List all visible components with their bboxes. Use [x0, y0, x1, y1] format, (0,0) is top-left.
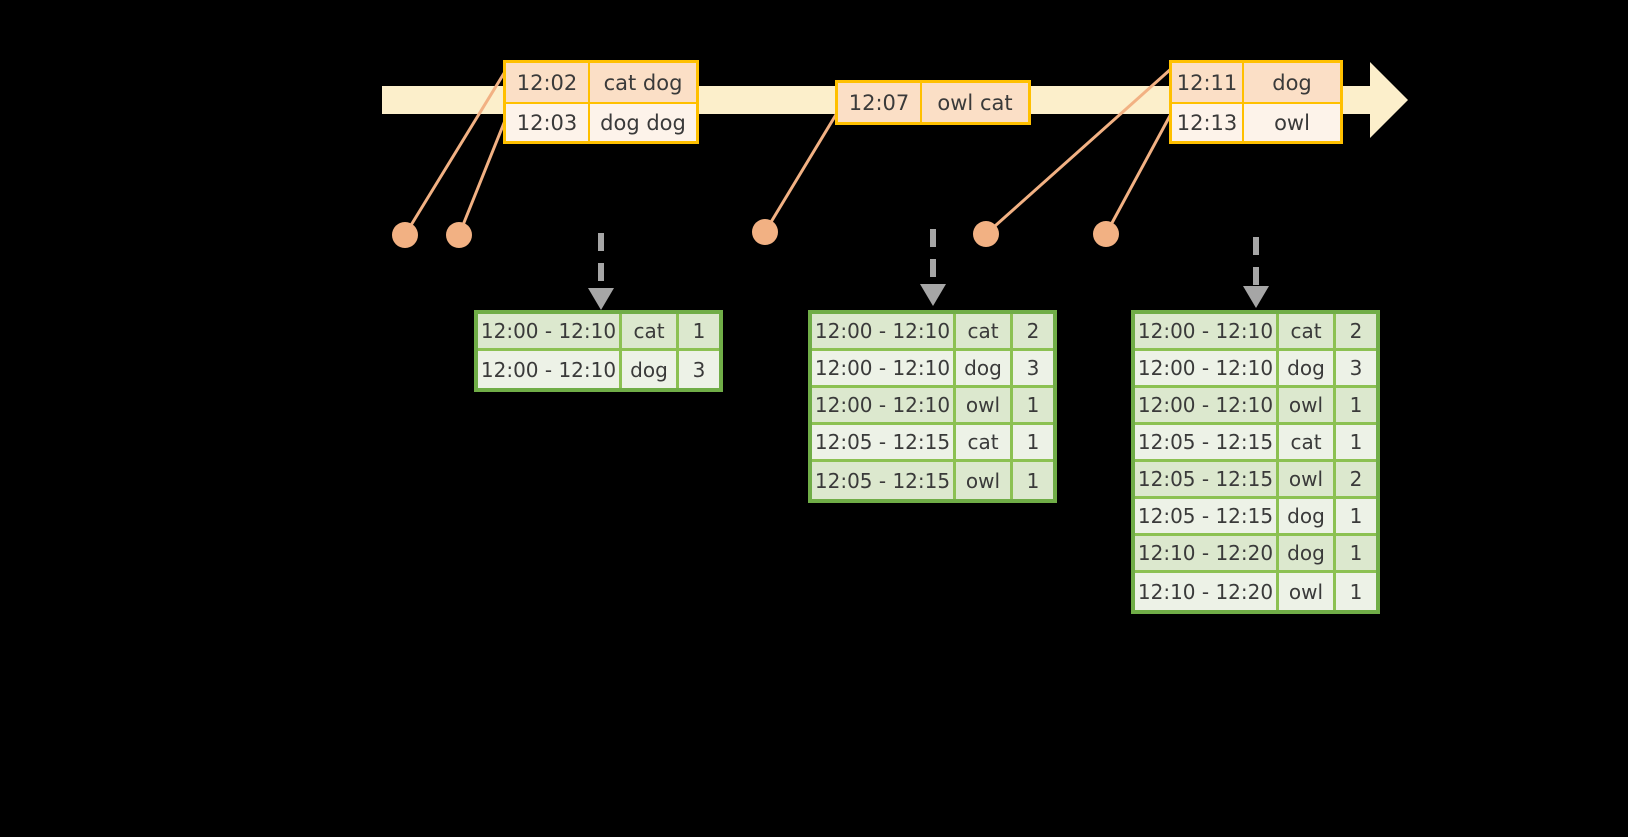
- event-marker-dot-4: [973, 221, 999, 247]
- cell-window: 12:05 - 12:15: [1135, 425, 1279, 462]
- cell-window: 12:05 - 12:15: [812, 425, 956, 462]
- cell-count: 3: [1013, 351, 1053, 388]
- cell-count: 2: [1336, 314, 1376, 351]
- event-row: 12:13 owl: [1172, 102, 1340, 141]
- event-box-1: 12:02 cat dog 12:03 dog dog: [503, 60, 699, 144]
- cell-key: cat: [956, 425, 1013, 462]
- cell-key: dog: [1279, 536, 1336, 573]
- cell-window: 12:00 - 12:10: [812, 314, 956, 351]
- connector-line-2: [457, 117, 508, 236]
- cell-count: 3: [692, 357, 706, 382]
- event-marker-dot-2: [446, 222, 472, 248]
- cell-count: 1: [1026, 468, 1040, 493]
- event-row: 12:11 dog: [1172, 63, 1340, 102]
- event-marker-dot-5: [1093, 221, 1119, 247]
- cell-window: 12:00 - 12:10: [1135, 388, 1279, 425]
- connector-line-5: [1104, 111, 1174, 235]
- cell-window: 12:10 - 12:20: [1135, 573, 1279, 610]
- event-marker-dots: [392, 219, 1119, 248]
- cell-key: owl: [956, 388, 1013, 425]
- cell-window: 12:05 - 12:15: [1135, 499, 1279, 536]
- event-words: dog dog: [600, 110, 686, 135]
- table-row: 12:05 - 12:15 cat 1: [1135, 425, 1376, 462]
- cell-window: 12:00 - 12:10: [478, 314, 622, 351]
- event-marker-dot-1: [392, 222, 418, 248]
- event-time: 12:13: [1172, 104, 1244, 141]
- connector-line-1: [403, 69, 508, 236]
- cell-count: 2: [1336, 462, 1376, 499]
- cell-key: cat: [956, 314, 1013, 351]
- emit-arrow-head-3: [1243, 286, 1269, 308]
- table-row: 12:00 - 12:10 dog 3: [812, 351, 1053, 388]
- event-row: 12:02 cat dog: [506, 63, 696, 102]
- table-row: 12:00 - 12:10 dog 3: [478, 351, 719, 388]
- cell-count: 1: [1013, 388, 1053, 425]
- event-time: 12:11: [1172, 63, 1244, 102]
- cell-window: 12:00 - 12:10: [1135, 314, 1279, 351]
- connector-line-3: [763, 107, 842, 233]
- cell-count: 3: [1336, 351, 1376, 388]
- result-table-1: 12:00 - 12:10 cat 1 12:00 - 12:10 dog 3: [474, 310, 723, 392]
- table-row: 12:05 - 12:15 owl 1: [812, 462, 1053, 499]
- event-row: 12:03 dog dog: [506, 102, 696, 141]
- event-words: owl cat: [937, 90, 1013, 115]
- event-box-3: 12:11 dog 12:13 owl: [1169, 60, 1343, 144]
- emit-arrows: [598, 229, 1259, 288]
- cell-window: 12:00 - 12:10: [478, 351, 622, 388]
- cell-window: 12:00 - 12:10: [812, 388, 956, 425]
- cell-key: dog: [622, 351, 679, 388]
- cell-window: 12:05 - 12:15: [812, 462, 956, 499]
- event-marker-dot-3: [752, 219, 778, 245]
- cell-key: dog: [1279, 499, 1336, 536]
- cell-count: 1: [1349, 579, 1363, 604]
- event-box-2: 12:07 owl cat: [835, 80, 1031, 125]
- emit-arrow-head-2: [920, 284, 946, 306]
- cell-count: 1: [1336, 425, 1376, 462]
- cell-window: 12:00 - 12:10: [812, 351, 956, 388]
- cell-key: owl: [1279, 388, 1336, 425]
- cell-count: 1: [1013, 425, 1053, 462]
- result-table-2: 12:00 - 12:10 cat 2 12:00 - 12:10 dog 3 …: [808, 310, 1057, 503]
- event-time: 12:02: [506, 63, 590, 102]
- cell-key: owl: [1279, 462, 1336, 499]
- table-row: 12:00 - 12:10 owl 1: [812, 388, 1053, 425]
- cell-window: 12:00 - 12:10: [1135, 351, 1279, 388]
- cell-window: 12:05 - 12:15: [1135, 462, 1279, 499]
- cell-key: cat: [1279, 314, 1336, 351]
- event-time: 12:07: [838, 83, 922, 122]
- event-words: dog: [1272, 70, 1312, 95]
- event-time: 12:03: [506, 104, 590, 141]
- table-row: 12:10 - 12:20 dog 1: [1135, 536, 1376, 573]
- cell-key: cat: [1279, 425, 1336, 462]
- cell-key: dog: [956, 351, 1013, 388]
- cell-count: 2: [1013, 314, 1053, 351]
- table-row: 12:00 - 12:10 dog 3: [1135, 351, 1376, 388]
- table-row: 12:00 - 12:10 cat 1: [478, 314, 719, 351]
- cell-window: 12:10 - 12:20: [1135, 536, 1279, 573]
- cell-count: 1: [1336, 388, 1376, 425]
- emit-arrow-head-1: [588, 288, 614, 310]
- cell-key: cat: [622, 314, 679, 351]
- table-row: 12:05 - 12:15 cat 1: [812, 425, 1053, 462]
- result-table-3: 12:00 - 12:10 cat 2 12:00 - 12:10 dog 3 …: [1131, 310, 1380, 614]
- emit-arrow-heads: [588, 284, 1269, 310]
- cell-count: 1: [1336, 536, 1376, 573]
- table-row: 12:00 - 12:10 cat 2: [1135, 314, 1376, 351]
- table-row: 12:05 - 12:15 owl 2: [1135, 462, 1376, 499]
- event-words: owl: [1274, 110, 1310, 135]
- cell-key: owl: [956, 462, 1013, 499]
- table-row: 12:05 - 12:15 dog 1: [1135, 499, 1376, 536]
- cell-key: owl: [1279, 573, 1336, 610]
- cell-count: 1: [679, 314, 719, 351]
- table-row: 12:10 - 12:20 owl 1: [1135, 573, 1376, 610]
- event-row: 12:07 owl cat: [838, 83, 1028, 122]
- cell-key: dog: [1279, 351, 1336, 388]
- table-row: 12:00 - 12:10 cat 2: [812, 314, 1053, 351]
- table-row: 12:00 - 12:10 owl 1: [1135, 388, 1376, 425]
- cell-count: 1: [1336, 499, 1376, 536]
- event-words: cat dog: [603, 70, 683, 95]
